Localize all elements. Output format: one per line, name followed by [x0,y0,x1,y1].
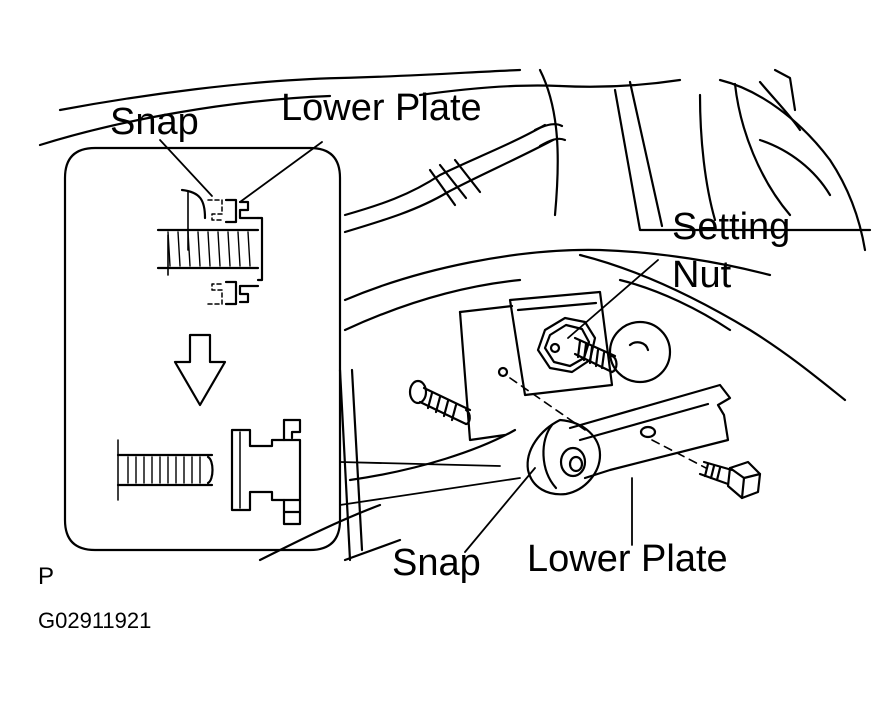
panel-bolt [410,368,507,424]
detail-inset [65,148,340,550]
leader-snap-inset [160,140,212,196]
down-arrow-icon [175,335,225,405]
setting-nut [538,318,617,372]
label-figure-code: G02911921 [38,608,152,633]
label-snap-main: Snap [392,542,481,584]
vehicle-body-background [40,70,870,560]
leader-inset-callout-top [340,462,500,466]
leader-lines [160,140,658,552]
lower-plate-lever [528,385,730,494]
leader-snap-main [465,468,535,552]
label-setting-nut-line2: Nut [672,254,732,296]
inset-separated-view [118,420,300,524]
label-snap-inset: Snap [110,101,199,143]
label-lower-plate-main: Lower Plate [527,538,728,580]
label-setting-nut-line1: Setting [672,206,791,248]
leader-lower-plate-inset [240,142,322,202]
lever-bolt [700,462,760,498]
installation-guide-lines [510,378,706,468]
leader-inset-callout-bottom [340,478,520,505]
label-lower-plate-inset: Lower Plate [281,87,482,129]
label-view-letter: P [38,563,55,590]
leader-setting-nut [568,260,658,338]
inset-assembled-view [158,190,262,304]
